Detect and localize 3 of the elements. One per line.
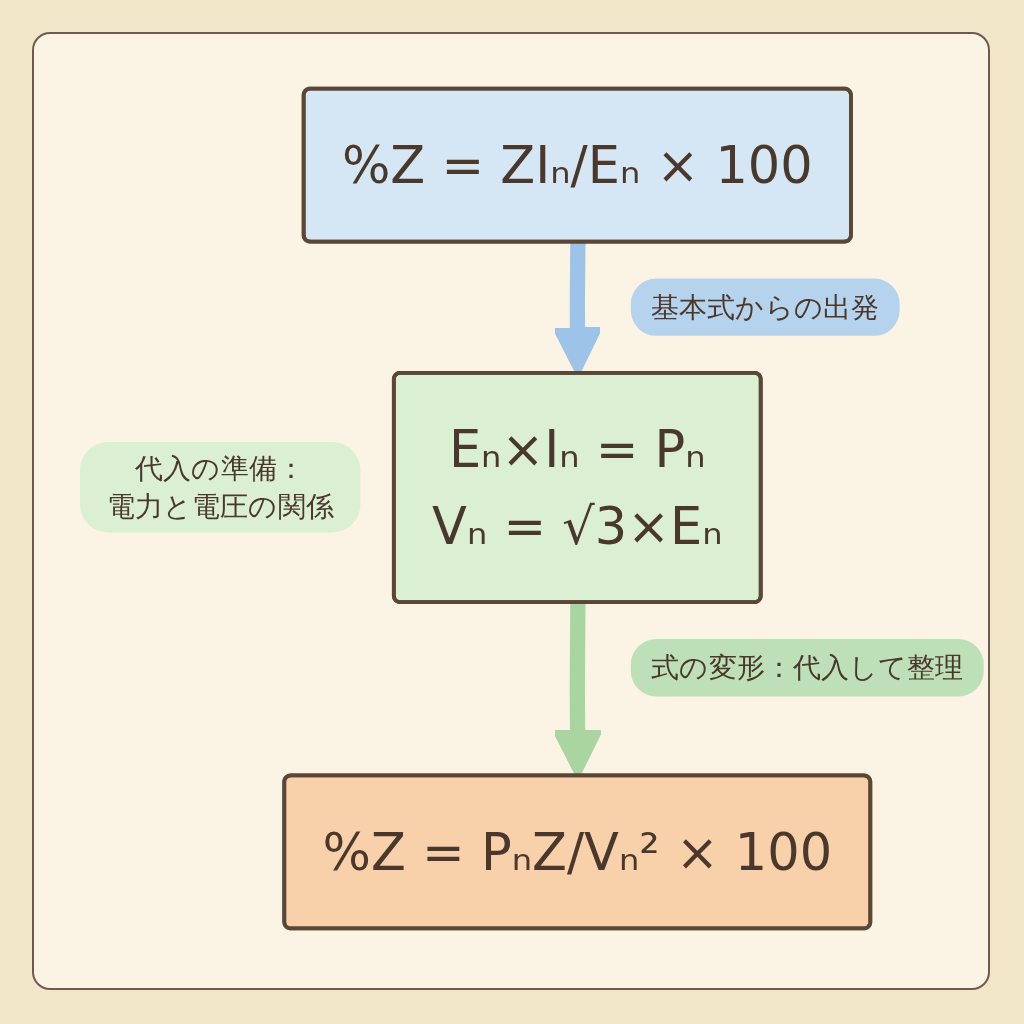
- edge-label: 式の変形：代入して整理: [651, 651, 964, 684]
- edge-label: 基本式からの出発: [651, 291, 880, 324]
- side-note: 代入の準備：電力と電圧の関係: [80, 442, 361, 534]
